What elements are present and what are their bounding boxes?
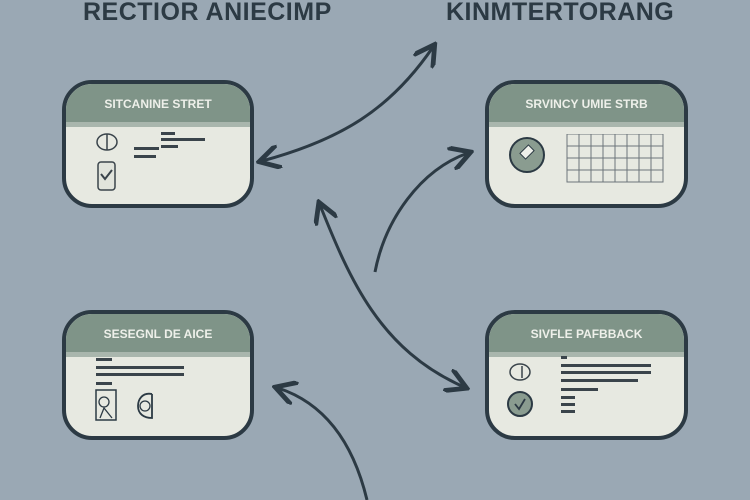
card-title: SESEGNL DE AICE	[66, 314, 250, 357]
arrow-bottom-to-bottom-left	[278, 388, 369, 500]
gauge-and-grid-icon	[509, 134, 664, 183]
arrow-top-left-to-top	[262, 47, 433, 161]
title-right: KINMTERTORANG	[446, 0, 675, 26]
card-top-right[interactable]: SRVINCY UMIE STRB	[485, 80, 688, 208]
card-title: SIVFLE PAFBBACK	[489, 314, 684, 357]
toggle-and-check-badge-icon	[507, 363, 533, 417]
card-bottom-right[interactable]: SIVFLE PAFBBACK	[485, 310, 688, 440]
card-title: SITCANINE STRET	[66, 84, 250, 127]
toggle-and-check-icon	[96, 133, 118, 191]
arrow-center-to-top-right	[373, 153, 468, 273]
title-left: RECTIOR ANIECIMP	[83, 0, 332, 26]
profile-and-search-icons	[95, 389, 153, 421]
card-title: SRVINCY UMIE STRB	[489, 84, 684, 127]
arrow-center-to-bottom-right	[320, 205, 464, 387]
card-top-left[interactable]: SITCANINE STRET	[62, 80, 254, 208]
card-bottom-left[interactable]: SESEGNL DE AICE	[62, 310, 254, 440]
